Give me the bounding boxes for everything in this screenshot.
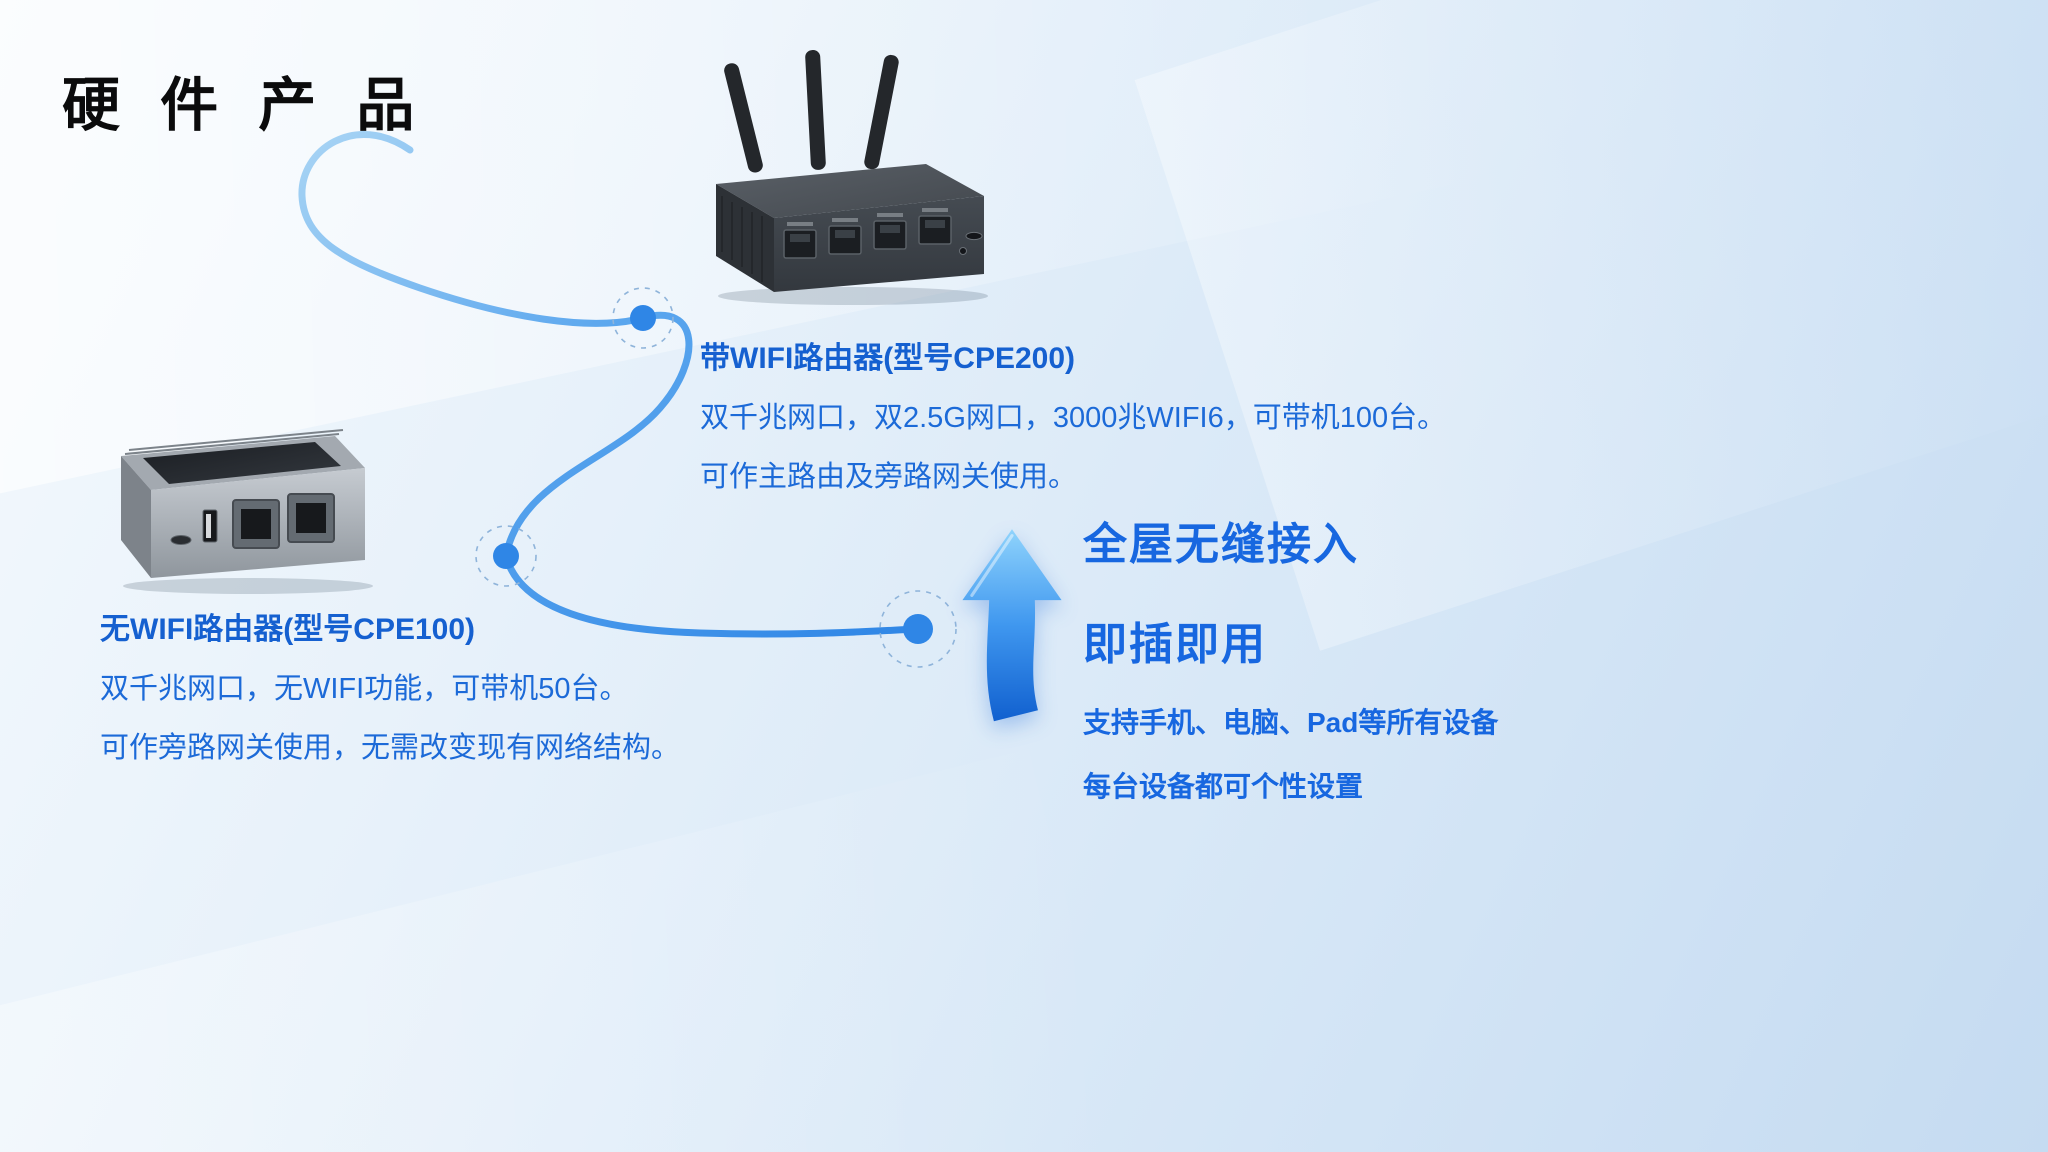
cpe100-info: 无WIFI路由器(型号CPE100) 双千兆网口，无WIFI功能，可带机50台。…: [100, 604, 740, 766]
cpe200-spec-line: 双千兆网口，双2.5G网口，3000兆WIFI6，可带机100台。: [700, 402, 1447, 434]
up-arrow-icon: [962, 529, 1062, 722]
highlight-headline: 全屋无缝接入: [1083, 520, 1359, 569]
mini-router-graphic: [121, 429, 373, 594]
router-with-antennas-graphic: [716, 50, 988, 305]
cpe100-name: 无WIFI路由器(型号CPE100): [100, 613, 476, 646]
connection-node: [612, 287, 674, 349]
cpe200-name: 带WIFI路由器(型号CPE200): [700, 342, 1076, 375]
cpe200-info: 带WIFI路由器(型号CPE200) 双千兆网口，双2.5G网口，3000兆WI…: [700, 333, 1460, 495]
cpe100-spec-line: 可作旁路网关使用，无需改变现有网络结构。: [100, 732, 681, 764]
highlights-block: 全屋无缝接入 即插即用 支持手机、电脑、Pad等所有设备 每台设备都可个性设置: [1083, 508, 1943, 805]
page-title: 硬 件 产 品: [62, 73, 427, 138]
bg-streak: [0, 748, 1131, 1152]
cpe200-spec-line: 可作主路由及旁路网关使用。: [700, 461, 1078, 493]
cpe100-product-image: [103, 410, 383, 605]
highlight-headline: 即插即用: [1083, 620, 1267, 669]
cpe100-spec-line: 双千兆网口，无WIFI功能，可带机50台。: [100, 673, 629, 705]
up-arrow-graphic: [953, 510, 1071, 755]
cpe200-product-image: [688, 46, 1008, 311]
highlight-subline: 每台设备都可个性设置: [1083, 771, 1364, 802]
connection-node: [475, 525, 537, 587]
connection-node: [879, 590, 957, 668]
highlight-subline: 支持手机、电脑、Pad等所有设备: [1083, 707, 1499, 738]
